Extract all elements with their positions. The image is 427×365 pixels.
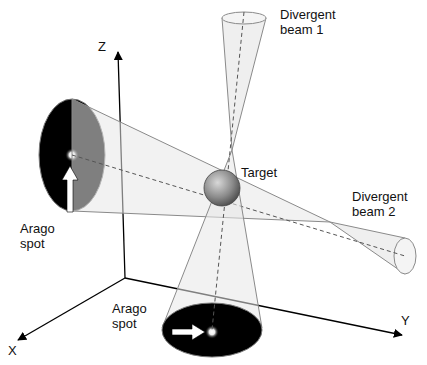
pointer-arrow (62, 166, 78, 212)
axis-label: Z (98, 40, 106, 55)
target-sphere (204, 170, 240, 206)
x-axis (18, 278, 125, 340)
spot-label: Arago spot (20, 222, 64, 251)
target-label: Target (241, 166, 277, 181)
beam-label: Divergent beam 1 (280, 8, 346, 37)
spot-label: Arago spot (112, 302, 156, 331)
axes (18, 52, 402, 340)
axis-label: Y (401, 314, 410, 329)
beam-cone (330, 222, 405, 274)
axis-label: X (8, 344, 17, 359)
beam-cone (72, 99, 330, 222)
beam-label: Divergent beam 2 (352, 190, 414, 219)
beam-cone (222, 18, 266, 150)
pointer-arrow (172, 324, 205, 340)
